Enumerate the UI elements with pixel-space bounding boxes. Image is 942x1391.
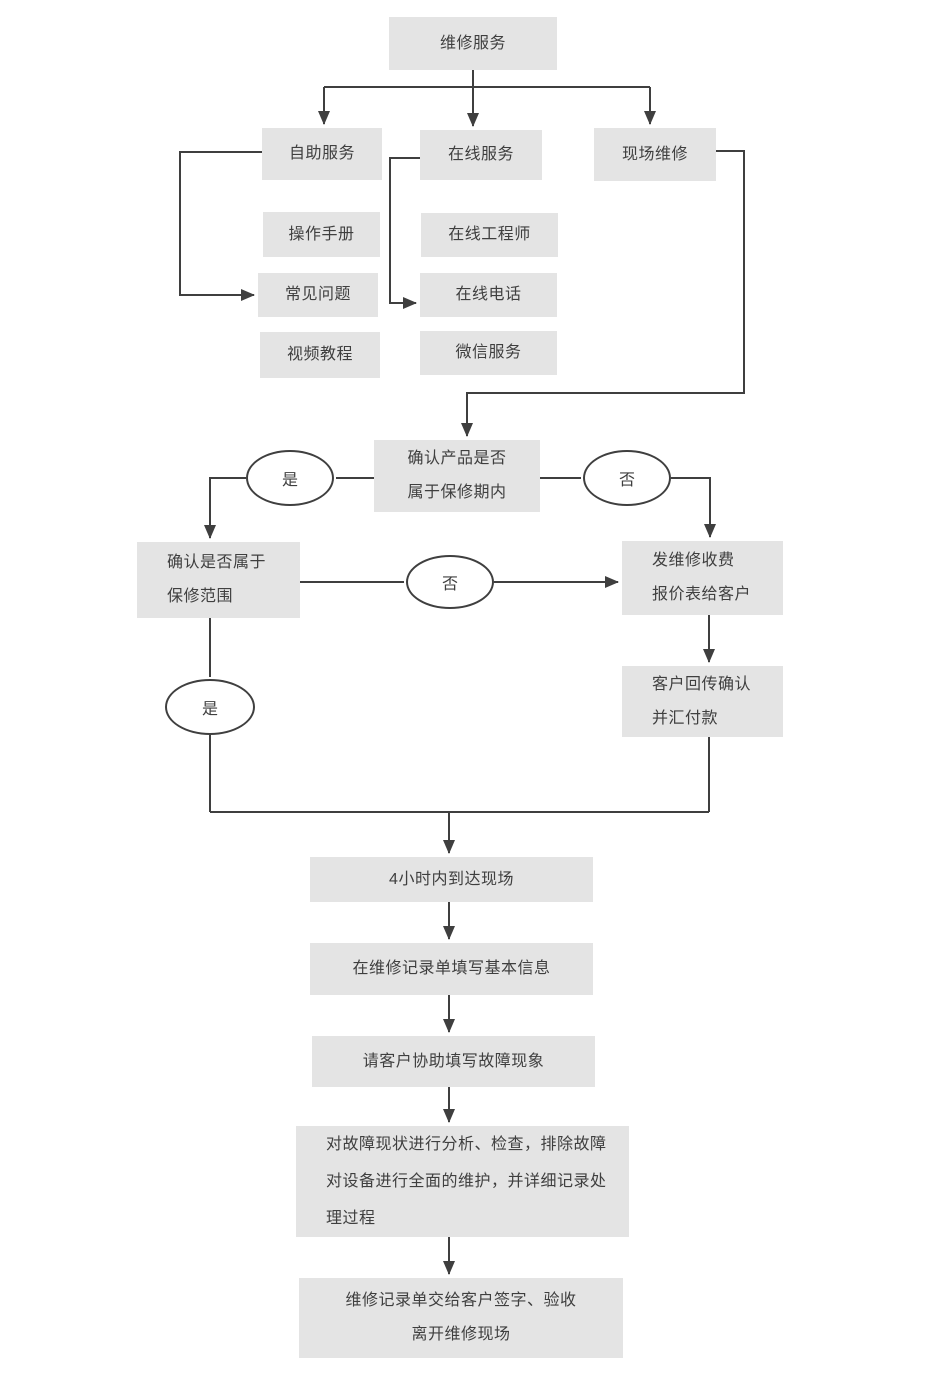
decision-no-top: 否	[583, 450, 671, 506]
node-online-engineer: 在线工程师	[421, 213, 558, 257]
node-online-service: 在线服务	[420, 130, 542, 180]
connector-yes-top-to-scope	[204, 477, 246, 539]
node-label: 4小时内到达现场	[389, 870, 514, 888]
node-operation-manual: 操作手册	[263, 212, 380, 257]
node-label: 对故障现状进行分析、检查，排除故障	[326, 1135, 607, 1153]
node-label: 理过程	[326, 1209, 376, 1227]
decision-yes-bottom: 是	[165, 679, 255, 735]
node-label: 微信服务	[455, 344, 522, 361]
node-faq: 常见问题	[258, 273, 378, 317]
node-label: 发维修收费	[652, 552, 735, 569]
node-label: 在线工程师	[448, 226, 531, 243]
node-label: 离开维修现场	[411, 1326, 511, 1343]
node-label: 操作手册	[288, 225, 355, 243]
decision-label: 是	[281, 472, 298, 489]
node-label: 在维修记录单填写基本信息	[352, 960, 551, 977]
node-fill-basic-info: 在维修记录单填写基本信息	[310, 943, 593, 995]
node-label: 对设备进行全面的维护，并详细记录处	[326, 1172, 607, 1190]
node-label: 在线电话	[455, 286, 522, 303]
node-repair-service: 维修服务	[389, 17, 557, 70]
node-label: 客户回传确认	[652, 675, 752, 693]
node-label: 在线服务	[447, 146, 514, 163]
node-label: 维修记录单交给客户签字、验收	[345, 1292, 577, 1309]
connector-online-service-to-phone	[389, 157, 420, 309]
decision-label: 否	[618, 472, 635, 489]
node-label: 保修范围	[167, 588, 234, 605]
node-label: 确认产品是否	[407, 450, 507, 467]
node-fill-fault-symptom: 请客户协助填写故障现象	[312, 1036, 595, 1087]
decision-yes-top: 是	[246, 450, 334, 506]
node-label: 维修服务	[439, 34, 506, 52]
node-confirm-warranty-scope: 确认是否属于 保修范围	[137, 542, 300, 618]
node-label: 确认是否属于	[167, 554, 267, 571]
connector-self-service-to-faq	[179, 151, 262, 301]
node-label: 常见问题	[284, 286, 351, 303]
node-self-service: 自助服务	[262, 128, 382, 180]
node-label: 报价表给客户	[652, 586, 752, 603]
node-onsite-repair: 现场维修	[594, 128, 716, 181]
node-send-quote: 发维修收费 报价表给客户	[622, 541, 783, 615]
decision-no-mid: 否	[406, 555, 494, 609]
decision-label: 否	[441, 576, 458, 593]
node-label: 请客户协助填写故障现象	[362, 1052, 545, 1070]
node-video-tutorial: 视频教程	[260, 332, 380, 378]
node-signoff-leave: 维修记录单交给客户签字、验收 离开维修现场	[299, 1278, 623, 1358]
node-confirm-warranty-period: 确认产品是否 属于保修期内	[374, 440, 540, 512]
node-analyze-and-fix: 对故障现状进行分析、检查，排除故障 对设备进行全面的维护，并详细记录处 理过程	[296, 1126, 629, 1237]
node-label: 视频教程	[286, 346, 353, 363]
node-customer-confirm-payment: 客户回传确认 并汇付款	[622, 666, 783, 737]
connector-no-top-to-quote	[671, 477, 716, 538]
node-label: 现场维修	[621, 145, 688, 163]
node-label: 并汇付款	[652, 709, 719, 727]
node-label: 属于保修期内	[407, 484, 507, 501]
node-label: 自助服务	[288, 145, 355, 162]
node-online-phone: 在线电话	[420, 273, 557, 317]
node-arrive-onsite-4h: 4小时内到达现场	[310, 857, 593, 902]
decision-label: 是	[201, 701, 218, 718]
node-wechat-service: 微信服务	[420, 331, 557, 375]
